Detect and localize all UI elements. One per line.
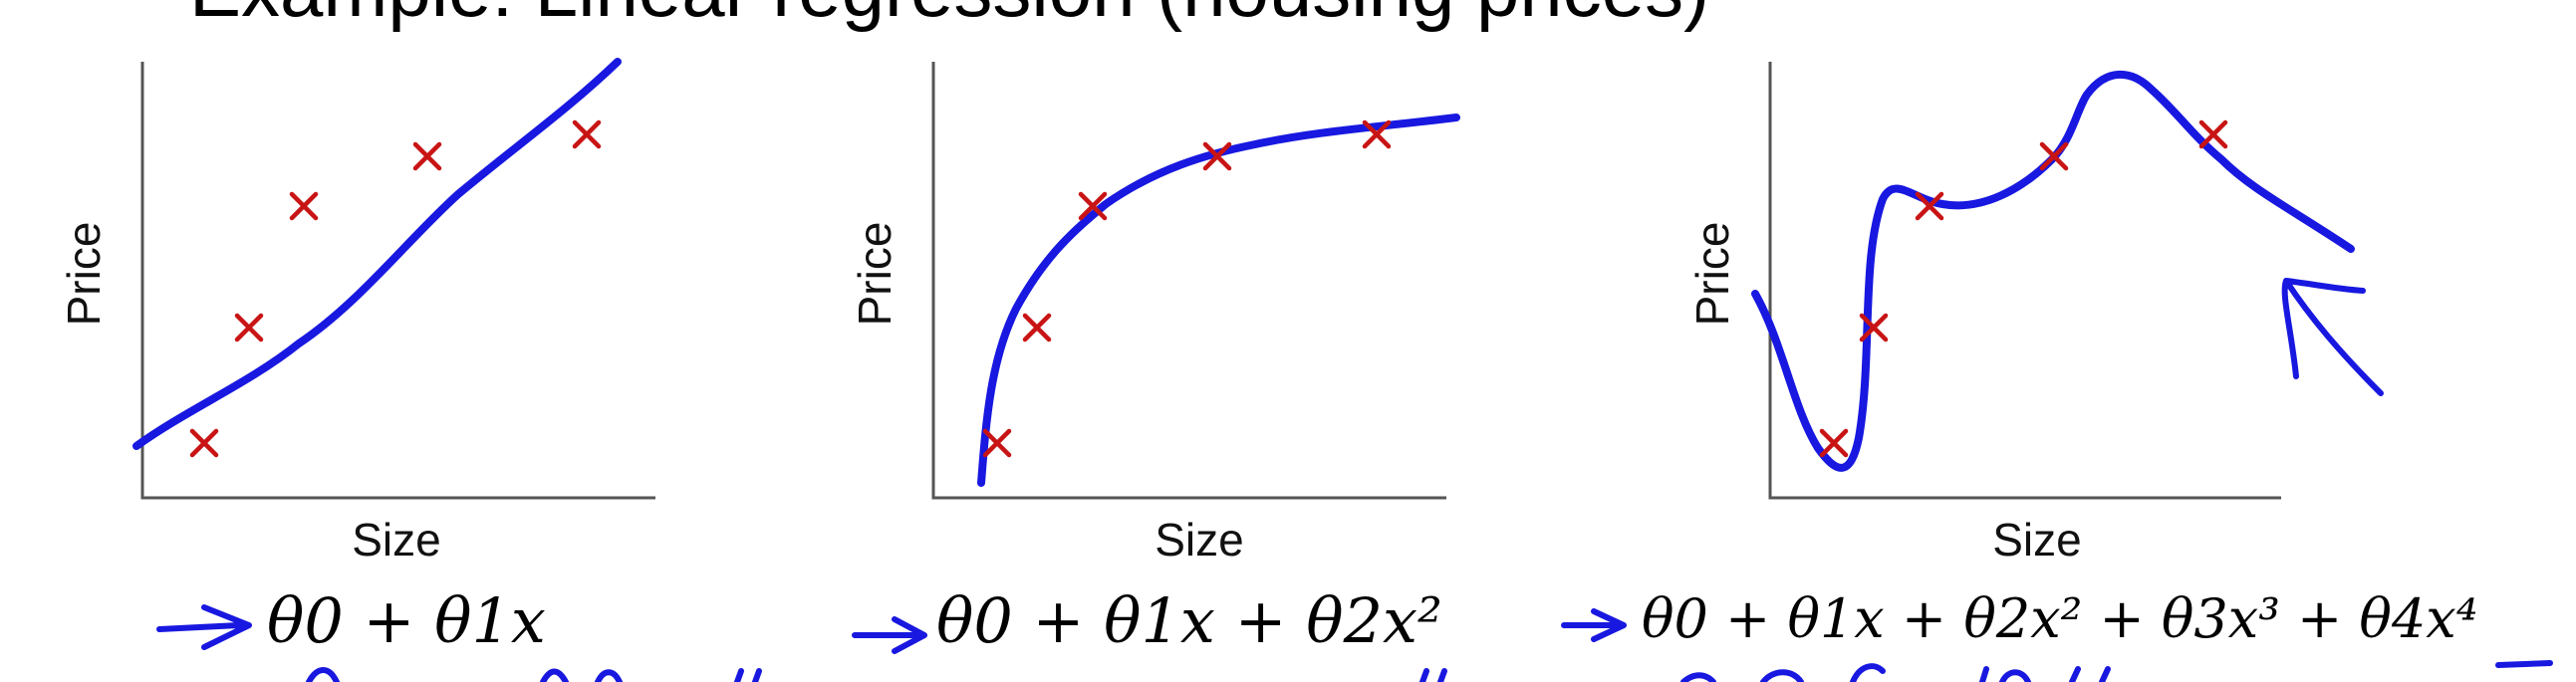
panel-quadratic: Price Size <box>849 62 1460 566</box>
panel-3-ylabel: Price <box>1686 222 1738 327</box>
formula-quadratic: θ0 + θ1x + θ2x² <box>936 584 1442 657</box>
data-point-marker <box>1022 313 1052 342</box>
handwritten-arrow-2 <box>852 616 927 654</box>
panel-3-data-markers <box>1819 119 2228 458</box>
panel-1-fit-line <box>132 58 622 450</box>
panel-2-xlabel: Size <box>1155 514 1243 566</box>
panel-1-xlabel: Size <box>352 514 440 566</box>
handwriting-stroke <box>1419 668 1447 682</box>
handwritten-arrow-1 <box>156 604 252 650</box>
panel-quartic: Price Size <box>1686 62 2384 566</box>
panel-2-ylabel: Price <box>849 222 901 327</box>
panel-1-axes <box>140 62 655 500</box>
data-point-marker <box>1915 191 1944 221</box>
data-point-marker <box>1202 141 1232 171</box>
panel-1-ylabel: Price <box>58 222 110 327</box>
data-point-marker <box>1859 313 1889 342</box>
panel-3-xlabel: Size <box>1992 514 2081 566</box>
data-point-marker <box>289 191 319 221</box>
formula-row: θ0 + θ1x θ0 + θ1x + θ2x² θ0 + θ1x + θ2x²… <box>156 584 2553 668</box>
panel-3-fit-curve <box>1751 70 2355 472</box>
handwriting-stroke <box>1680 669 1804 682</box>
data-point-marker <box>1362 119 1392 149</box>
handwritten-arrow-3 <box>1561 608 1627 642</box>
data-point-marker <box>2198 119 2228 149</box>
data-point-marker <box>412 141 442 171</box>
data-point-marker <box>2039 141 2069 171</box>
handwriting-stroke <box>1850 663 2111 682</box>
panel-2-axes <box>931 62 1446 500</box>
data-point-marker <box>1819 428 1849 458</box>
slide-title: Example: Linear regression (housing pric… <box>189 0 1709 33</box>
handwriting-bottom-fragments <box>306 663 2111 682</box>
handwritten-underline <box>2495 660 2553 668</box>
handwriting-stroke <box>306 667 340 682</box>
panel-2-fit-curve <box>977 114 1460 487</box>
panel-linear: Price Size <box>58 58 655 566</box>
formula-quartic: θ0 + θ1x + θ2x² + θ3x³ + θ4x⁴ <box>1642 587 2477 650</box>
handwritten-arrow-annotation <box>2281 278 2384 396</box>
data-point-marker <box>189 428 219 458</box>
panel-2-data-markers <box>982 119 1392 458</box>
data-point-marker <box>572 119 602 149</box>
panel-1-data-markers <box>189 119 602 458</box>
panel-3-axes <box>1768 62 2281 500</box>
data-point-marker <box>982 428 1012 458</box>
handwriting-stroke <box>540 668 623 682</box>
handwriting-stroke <box>734 668 762 682</box>
formula-linear: θ0 + θ1x <box>267 584 546 657</box>
data-point-marker <box>1078 191 1108 221</box>
data-point-marker <box>234 313 264 342</box>
